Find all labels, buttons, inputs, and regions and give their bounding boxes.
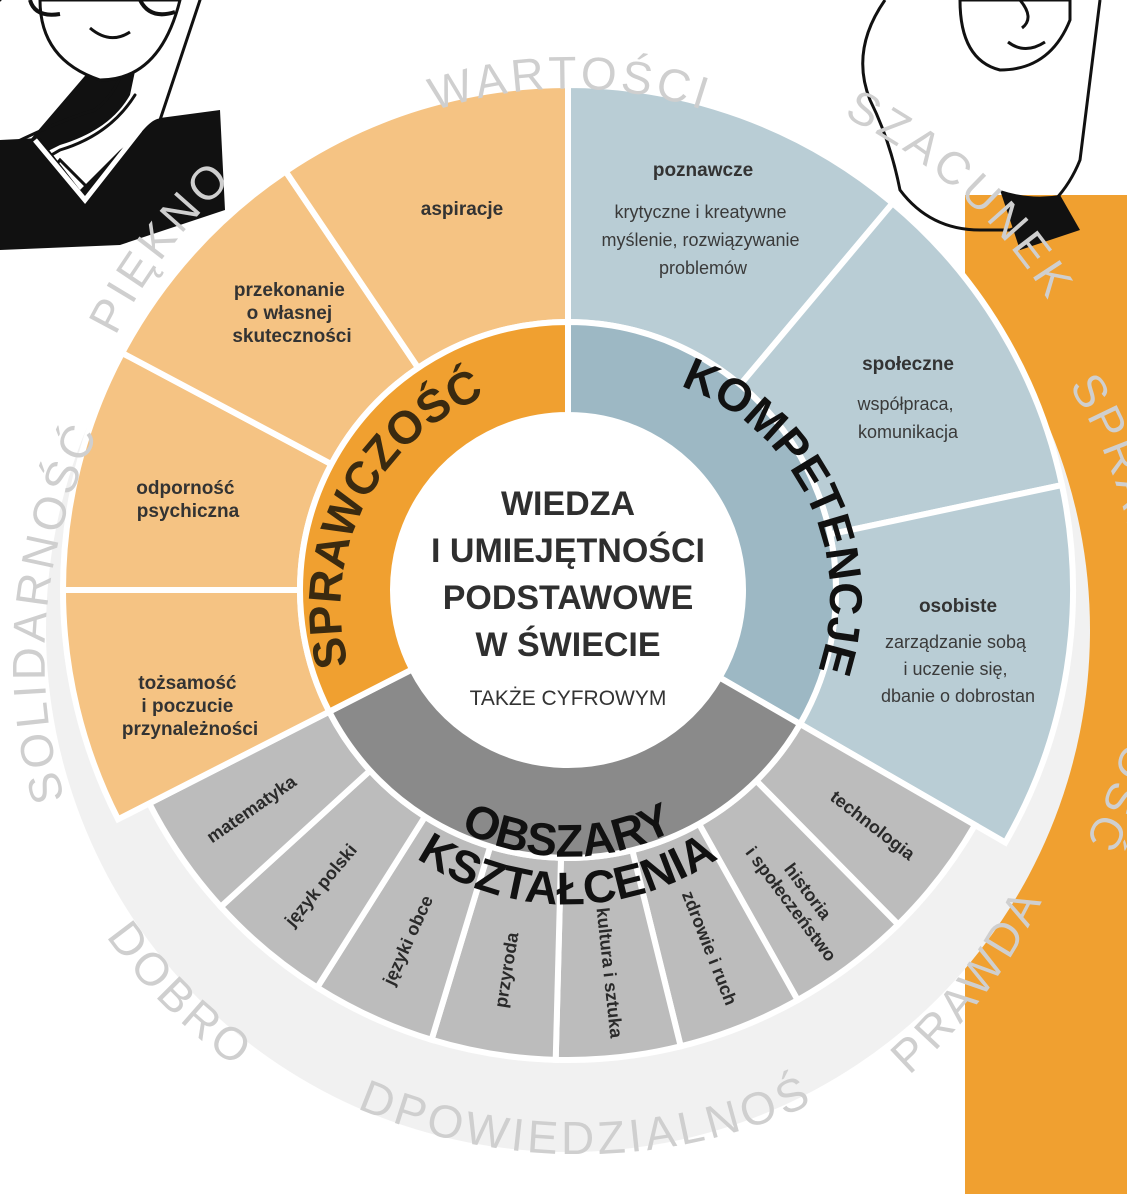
person-left-shirt [0,110,225,250]
center-subtitle: TAKŻE CYFROWYM [470,687,667,710]
segment-aspiracje: aspiracje [421,199,503,220]
person-right-shirt [1000,190,1080,250]
segment-spoleczne-desc: współpraca, komunikacja [856,394,959,442]
center-circle [393,415,743,765]
segment-osobiste-title: osobiste [919,596,997,617]
segment-przekonanie: przekonanie o własnej skuteczności [232,280,351,347]
center-title-line: WIEDZA [501,485,635,523]
center-title-line: W ŚWIECIE [475,626,660,664]
segment-poznawcze-title: poznawcze [653,160,753,181]
person-left-smile [89,26,131,40]
segment-tozsamosc: tożsamość i poczucie przynależności [122,673,258,740]
segment-osobiste-desc: zarządzanie sobą i uczenie się, dbanie o… [881,632,1035,706]
segment-spoleczne-title: społeczne [862,354,954,375]
segment-wedges [59,81,1076,1063]
segment-poznawcze-desc: krytyczne i kreatywne myślenie, rozwiązy… [601,202,804,278]
person-right-face [958,0,1072,72]
person-left-face [38,0,182,82]
person-right-nose [1018,0,1030,30]
segment-odpornosc: odporność psychiczna [136,478,239,522]
person-left-collar [33,128,142,204]
center-title-line: PODSTAWOWE [443,579,694,617]
person-left-glasses [28,0,176,17]
center-title-line: I UMIEJĘTNOŚCI [431,532,705,570]
center-title: WIEDZA I UMIEJĘTNOŚCI PODSTAWOWE W ŚWIEC… [431,485,705,664]
person-right-smile [1007,40,1046,50]
